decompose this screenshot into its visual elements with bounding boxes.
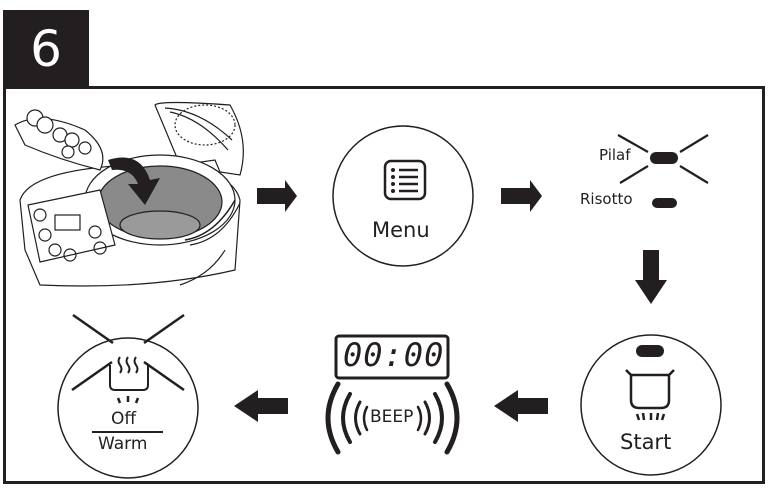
beep-sound-waves-icon bbox=[325, 381, 460, 455]
timer-display-value: 00:00 bbox=[343, 336, 445, 374]
start-indicator-light bbox=[636, 345, 664, 357]
timer-display-frame bbox=[334, 334, 450, 380]
pilaf-blink-rays-icon bbox=[617, 134, 709, 184]
start-label: Start bbox=[620, 430, 672, 454]
risotto-indicator-light bbox=[652, 198, 677, 208]
arrow-right-icon bbox=[501, 180, 542, 212]
off-warm-button-circle bbox=[57, 337, 199, 479]
pilaf-label: Pilaf bbox=[599, 146, 631, 164]
instruction-frame bbox=[3, 86, 765, 484]
menu-list-icon bbox=[383, 159, 427, 201]
warm-label: Warm bbox=[98, 434, 148, 454]
arrow-down-icon bbox=[635, 250, 667, 304]
rice-cooker-illustration bbox=[14, 101, 244, 287]
pot-heat-icon bbox=[625, 369, 675, 421]
pilaf-indicator-light bbox=[650, 152, 678, 164]
arrow-right-icon bbox=[257, 180, 297, 212]
beep-label: BEEP bbox=[370, 407, 414, 427]
pour-arrow-icon bbox=[108, 157, 160, 205]
arrow-left-icon bbox=[234, 390, 288, 422]
menu-label: Menu bbox=[372, 218, 430, 242]
menu-button-circle bbox=[332, 125, 474, 267]
arrow-left-icon bbox=[494, 390, 548, 422]
off-warm-blink-rays-icon bbox=[71, 313, 185, 392]
step-number-badge: 6 bbox=[3, 10, 89, 88]
off-label: Off bbox=[111, 409, 137, 429]
risotto-label: Risotto bbox=[580, 190, 633, 208]
steam-pot-icon bbox=[109, 356, 149, 404]
start-button-circle bbox=[580, 334, 722, 476]
